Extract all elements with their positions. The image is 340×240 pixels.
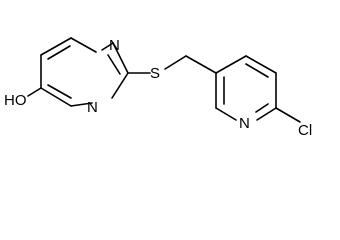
- bond-ch2-pyridine: [185, 55, 217, 74]
- bond-c6-n1: [101, 42, 114, 51]
- bond-np-p6: [215, 107, 237, 121]
- bond-n1-c2: [112, 42, 129, 74]
- pyrimidine-n-bottom-label: N: [87, 99, 98, 116]
- bond-p4-np: [256, 107, 277, 121]
- hydroxyl-label: HO: [4, 92, 27, 109]
- bond-c5-c6: [70, 37, 97, 53]
- bond-n3-c4: [70, 102, 93, 107]
- bond-c4-c5: [40, 37, 72, 56]
- double-bond-inner-1: [47, 45, 71, 60]
- chlorine-label: Cl: [298, 122, 312, 139]
- double-bond-inner-2: [107, 54, 121, 75]
- bond-c4-c4a: [40, 87, 72, 107]
- sulfur-label: S: [150, 65, 160, 82]
- bond-p1-p2: [215, 55, 247, 74]
- bond-c2-n3: [111, 72, 129, 99]
- structure-canvas: HO N N S N Cl: [4, 37, 312, 139]
- bond-p2-p3: [245, 55, 277, 74]
- pyrimidine-n-top-label: N: [109, 37, 120, 54]
- pyrimidine-ring: [40, 37, 129, 107]
- molecule-drawing: HO N N S N Cl: [4, 37, 312, 139]
- double-bond-inner-3: [47, 84, 72, 99]
- bond-c-cl: [275, 107, 301, 123]
- thioether-linker: [127, 55, 217, 74]
- pyridine-n-label: N: [239, 115, 250, 132]
- pyridine-double-2: [255, 103, 269, 113]
- pyridine-ring: [215, 55, 277, 121]
- bond-c-oh: [27, 87, 42, 97]
- bond-s-ch2: [164, 55, 187, 70]
- pyridine-double-1: [245, 63, 269, 78]
